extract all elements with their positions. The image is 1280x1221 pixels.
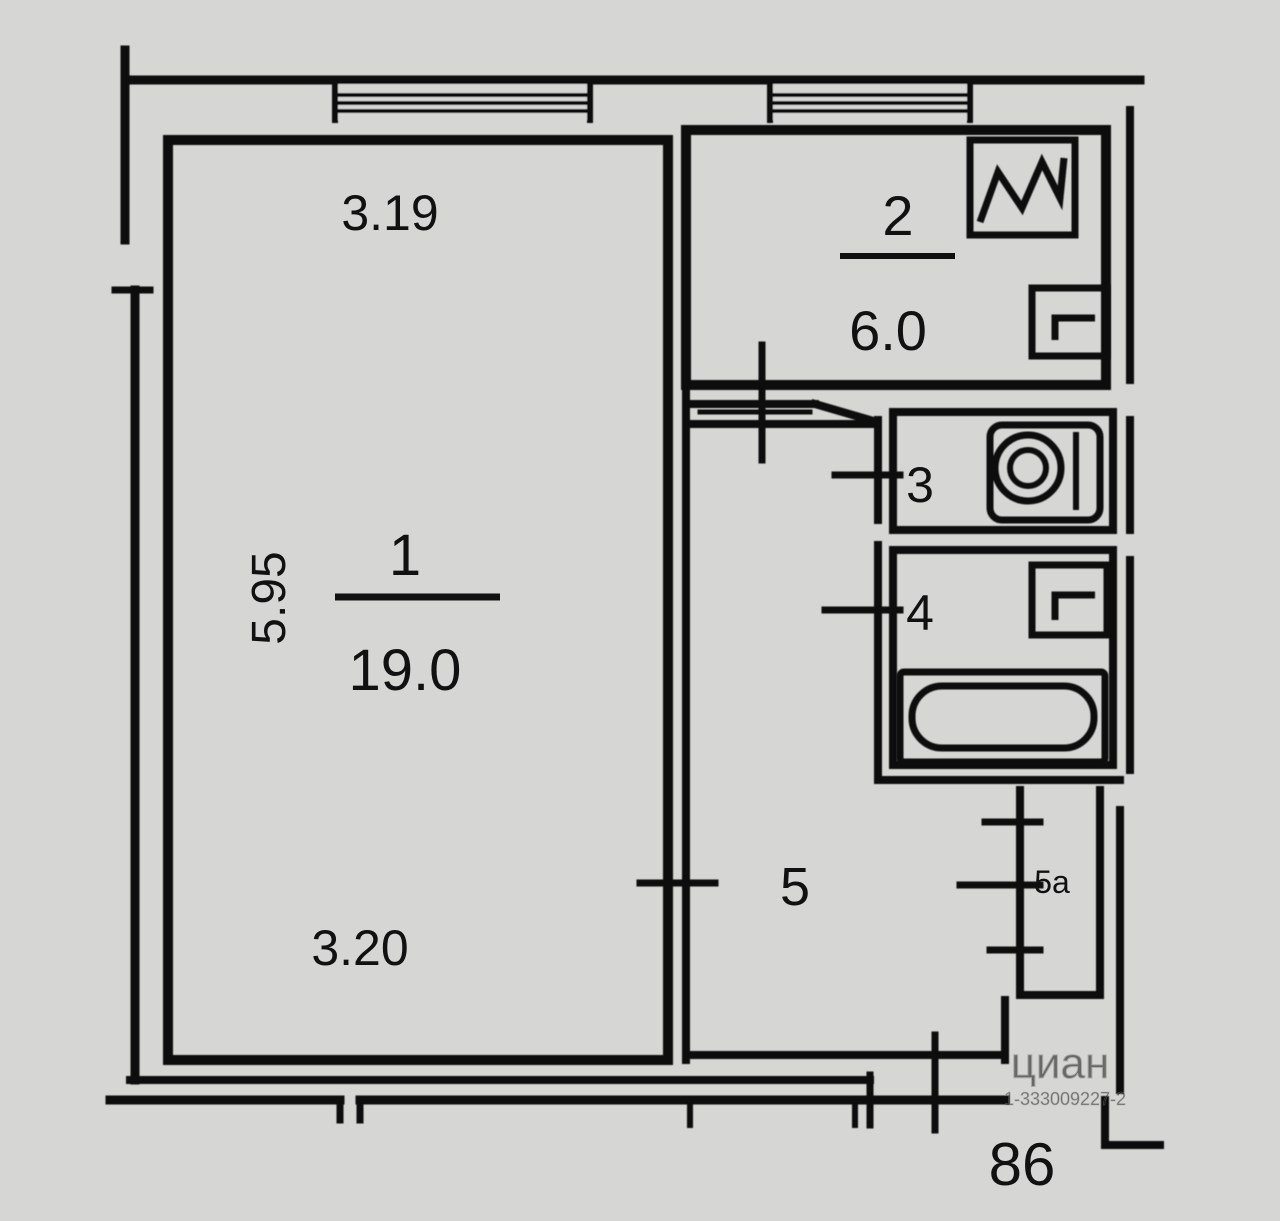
- toilet-icon: [986, 421, 1104, 524]
- stove-icon: [966, 136, 1079, 239]
- room-3-outline: [889, 408, 1117, 534]
- sink-icon: [1028, 284, 1111, 360]
- walls: [105, 45, 1164, 1149]
- room-5-number: 5: [780, 857, 810, 917]
- room-5a-number: 5a: [1034, 864, 1070, 900]
- room-1-outline: [163, 135, 673, 1065]
- sink-icon: [1028, 561, 1111, 639]
- room-1-number: 1: [389, 523, 421, 588]
- room-2-outline: [681, 125, 1111, 390]
- room-4-number: 4: [906, 585, 934, 641]
- bathtub-icon: [896, 668, 1109, 766]
- room-2-label: 2 6.0: [840, 184, 955, 362]
- watermark-brand: циан: [1011, 1039, 1110, 1088]
- room-4-outline: [889, 546, 1117, 769]
- room-1-label: 1 19.0: [335, 523, 500, 703]
- room-1-bottom-width: 3.20: [311, 920, 408, 976]
- room-1-top-width: 3.19: [341, 185, 438, 241]
- room-2-number: 2: [882, 184, 913, 247]
- building-series-label: 86: [989, 1131, 1056, 1198]
- room-1-area: 19.0: [349, 638, 462, 703]
- room-2-area: 6.0: [849, 299, 927, 362]
- watermark-listing-id: 1-333009227-2: [1004, 1089, 1126, 1109]
- room-1-length: 5.95: [243, 551, 296, 644]
- watermark: циан 1-333009227-2: [1004, 1039, 1127, 1110]
- room-3-number: 3: [906, 457, 934, 513]
